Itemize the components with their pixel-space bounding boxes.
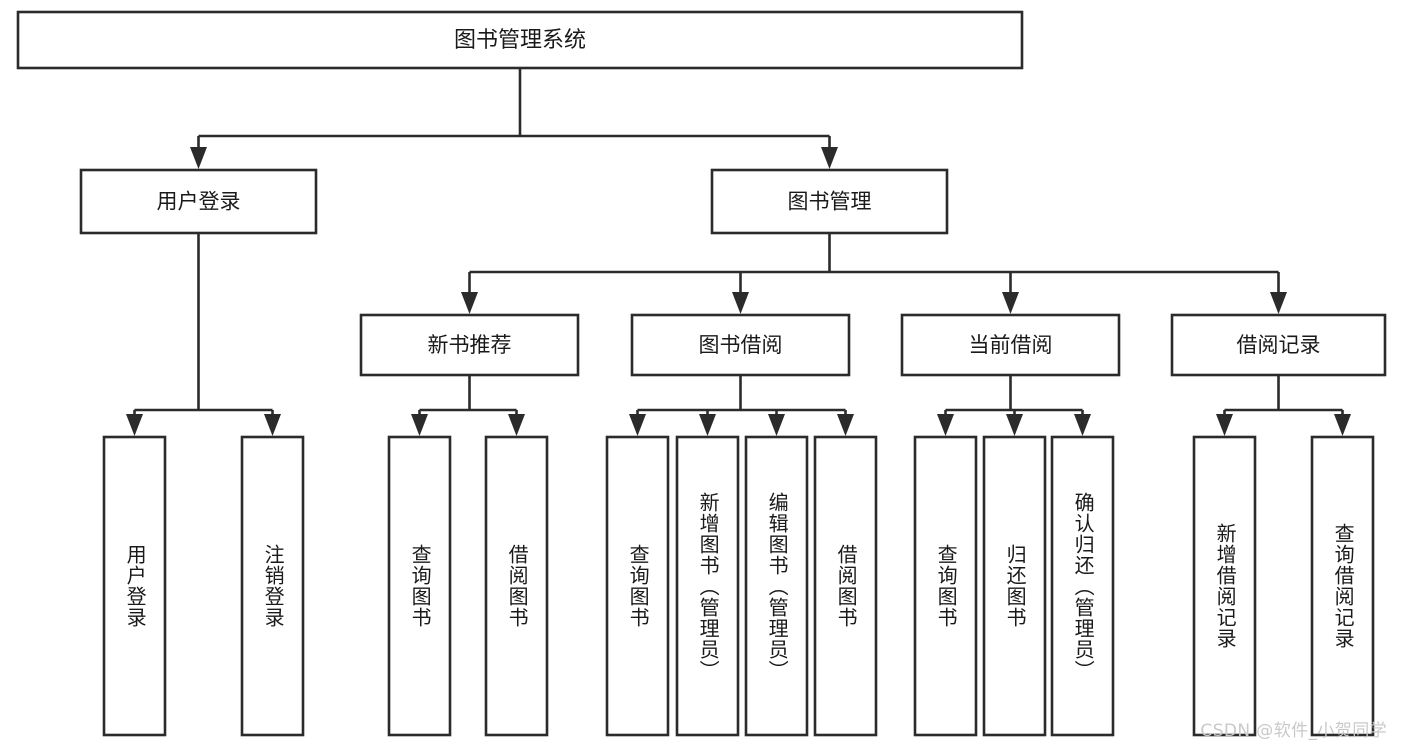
node-label-borrow-record: 借阅记录 — [1237, 333, 1321, 357]
node-box-leaf-rec-borrow-book[interactable] — [484, 435, 549, 737]
arrow-head-leaf-user-logout — [264, 414, 281, 436]
arrow-head-leaf-borrow-query-book — [629, 414, 646, 436]
arrow-head-leaf-rec-borrow-book — [508, 414, 525, 436]
node-label-book-manage: 图书管理 — [788, 190, 872, 214]
arrow-head-leaf-cur-query-book — [937, 414, 954, 436]
node-label-new-book-rec: 新书推荐 — [428, 333, 512, 357]
node-box-book-manage[interactable] — [710, 168, 949, 235]
connector-layer — [126, 68, 1351, 436]
node-box-borrow-record[interactable] — [1170, 313, 1387, 377]
node-box-leaf-return-book[interactable] — [982, 435, 1047, 737]
node-box-leaf-rec-query-book[interactable] — [387, 435, 452, 737]
node-box-leaf-add-borrow-record[interactable] — [1192, 435, 1257, 737]
node-box-leaf-cur-query-book[interactable] — [913, 435, 978, 737]
node-box-leaf-user-logout[interactable] — [240, 435, 305, 737]
node-label-book-borrow: 图书借阅 — [699, 333, 783, 357]
node-box-leaf-borrow-book[interactable] — [813, 435, 878, 737]
node-box-leaf-user-login[interactable] — [102, 435, 167, 737]
node-box-book-borrow[interactable] — [630, 313, 851, 377]
arrow-head-leaf-confirm-return-admin — [1074, 414, 1091, 436]
arrow-head-book-manage — [821, 147, 838, 169]
node-label-root: 图书管理系统 — [454, 28, 586, 53]
node-box-new-book-rec[interactable] — [359, 313, 580, 377]
csdn-watermark: CSDN @软件_小贺同学 — [1200, 721, 1387, 741]
arrow-head-borrow-record — [1270, 292, 1287, 314]
arrow-head-leaf-add-borrow-record — [1216, 414, 1233, 436]
node-label-user-login: 用户登录 — [157, 190, 241, 214]
node-box-leaf-query-borrow-record[interactable] — [1310, 435, 1375, 737]
arrow-head-user-login — [190, 147, 207, 169]
node-box-root[interactable] — [16, 10, 1024, 70]
arrow-head-leaf-query-borrow-record — [1334, 414, 1351, 436]
arrow-head-new-book-rec — [461, 292, 478, 314]
node-label-current-borrow: 当前借阅 — [969, 333, 1053, 357]
node-box-user-login[interactable] — [79, 168, 318, 235]
box-layer — [16, 10, 1387, 737]
node-box-current-borrow[interactable] — [900, 313, 1121, 377]
arrow-head-leaf-rec-query-book — [411, 414, 428, 436]
arrow-head-leaf-borrow-book — [837, 414, 854, 436]
arrow-head-book-borrow — [732, 292, 749, 314]
arrow-head-leaf-edit-book-admin — [768, 414, 785, 436]
node-box-leaf-edit-book-admin[interactable] — [744, 435, 809, 737]
node-box-leaf-add-book-admin[interactable] — [675, 435, 740, 737]
arrow-head-current-borrow — [1002, 292, 1019, 314]
node-box-leaf-confirm-return-admin[interactable] — [1050, 435, 1115, 737]
arrow-head-leaf-user-login — [126, 414, 143, 436]
arrow-head-leaf-add-book-admin — [699, 414, 716, 436]
arrow-head-leaf-return-book — [1006, 414, 1023, 436]
node-box-leaf-borrow-query-book[interactable] — [605, 435, 670, 737]
